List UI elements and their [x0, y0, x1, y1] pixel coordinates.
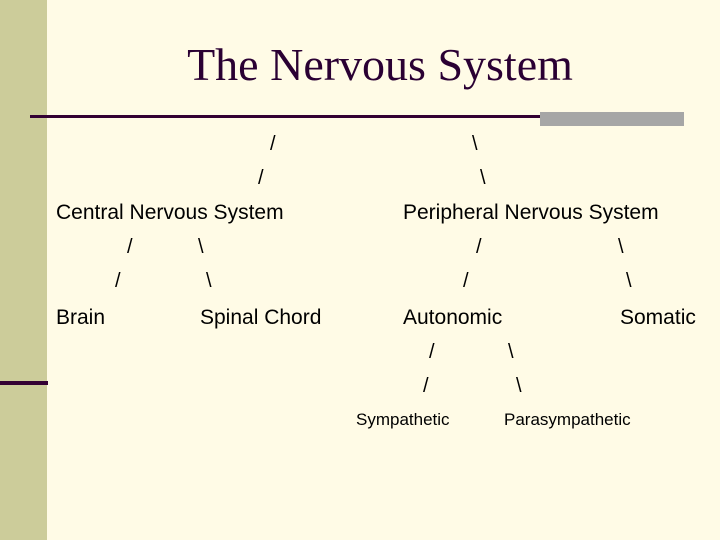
connector-cns-right-upper: \ [198, 236, 204, 258]
connector-root-left-upper: / [270, 133, 276, 155]
connector-pns-left-upper: / [476, 236, 482, 258]
slide-title: The Nervous System [187, 39, 573, 90]
connector-auto-left-lower: / [423, 375, 429, 397]
connector-pns-left-lower: / [463, 270, 469, 292]
side-decor-band [0, 0, 47, 540]
connector-root-left-lower: / [258, 167, 264, 189]
node-sympathetic: Sympathetic [356, 410, 450, 429]
node-brain: Brain [56, 306, 106, 329]
node-spinal-chord: Spinal Chord [200, 306, 322, 329]
connector-cns-left-lower: / [115, 270, 121, 292]
connector-auto-right-lower: \ [516, 375, 522, 397]
connector-auto-left-upper: / [429, 341, 435, 363]
connector-cns-left-upper: / [127, 236, 133, 258]
node-parasympathetic: Parasympathetic [504, 410, 631, 429]
node-somatic: Somatic [620, 306, 696, 329]
connector-root-right-lower: \ [480, 167, 486, 189]
title-underline [30, 115, 682, 118]
side-decor-rule [0, 381, 48, 385]
connector-root-right-upper: \ [472, 133, 478, 155]
node-central-nervous-system: Central Nervous System [56, 201, 284, 224]
connector-auto-right-upper: \ [508, 341, 514, 363]
connector-pns-right-lower: \ [626, 270, 632, 292]
connector-cns-right-lower: \ [206, 270, 212, 292]
title-accent-bar [540, 112, 684, 126]
node-autonomic: Autonomic [403, 306, 503, 329]
node-peripheral-nervous-system: Peripheral Nervous System [403, 201, 659, 224]
connector-pns-right-upper: \ [618, 236, 624, 258]
